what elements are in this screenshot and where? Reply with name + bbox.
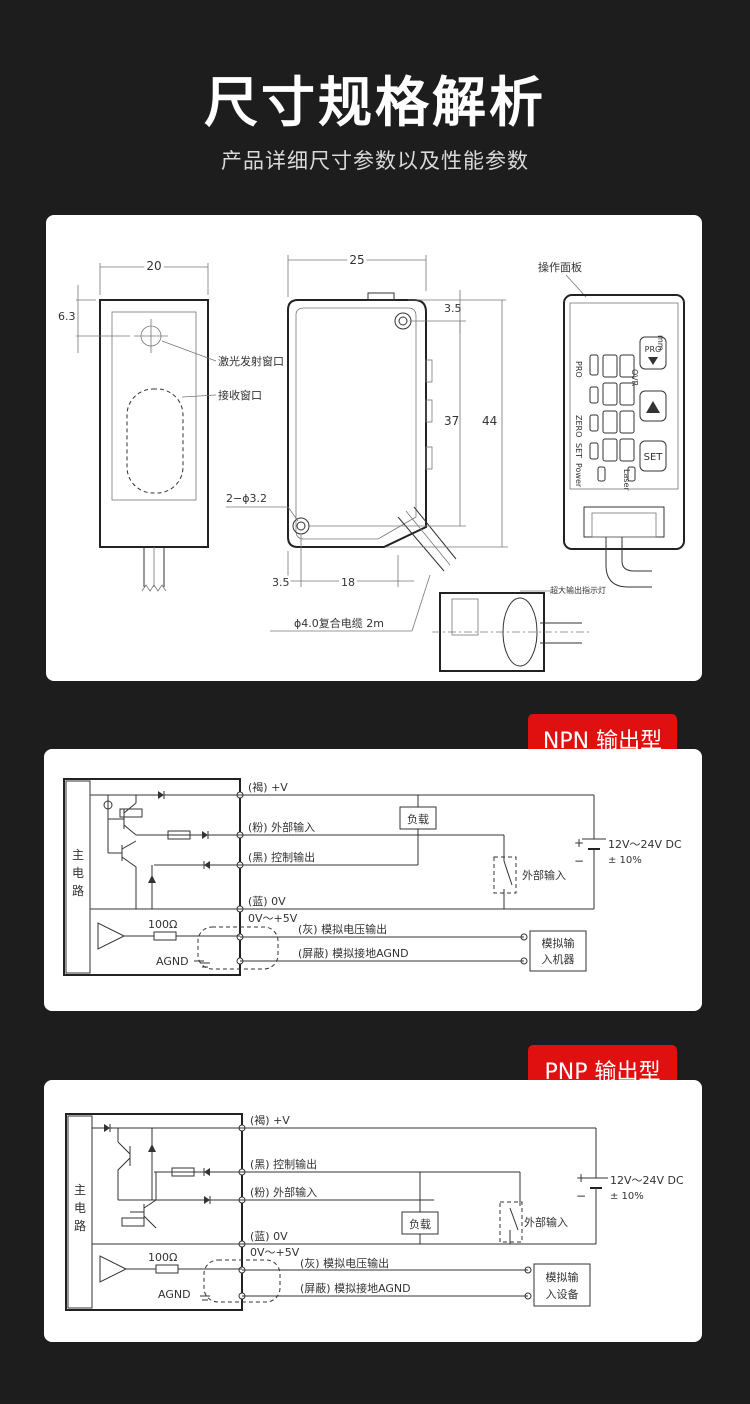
dim-25: 25 — [349, 253, 364, 267]
laser-window-label: 激光发射窗口 — [218, 354, 284, 368]
npn-brown: (褐) +V — [248, 780, 288, 794]
npn-main-circuit-2: 电 — [72, 866, 84, 880]
dim-37: 37 — [444, 414, 459, 428]
npn-gray: (灰) 模拟电压输出 — [298, 922, 387, 936]
holes-label: 2−ϕ3.2 — [226, 492, 267, 505]
dimension-drawing: 20 6.3 激光发射窗口 接收窗口 25 3.5 — [58, 250, 685, 672]
npn-wiring-diagram: 主 电 路 100Ω AGND (褐) +V (粉) 外部输入 (黑) 控制输出… — [63, 778, 682, 976]
npn-load: 负载 — [407, 812, 429, 826]
front-view: 20 6.3 激光发射窗口 接收窗口 — [58, 256, 284, 592]
npn-wiring-card: 主 电 路 100Ω AGND (褐) +V (粉) 外部输入 (黑) 控制输出… — [44, 749, 702, 1011]
pnp-supply: 12V～24V DC — [610, 1174, 684, 1187]
down-arrow-icon — [648, 357, 658, 365]
npn-resistor: 100Ω — [148, 918, 177, 931]
pnp-agnd: AGND — [158, 1288, 191, 1301]
pnp-shield: (屏蔽) 模拟接地AGND — [300, 1281, 411, 1295]
npn-device-2: 入机器 — [542, 952, 575, 966]
cable-label: ϕ4.0复合电缆 2m — [294, 616, 384, 630]
pnp-ext-input: 外部输入 — [524, 1215, 568, 1229]
panel-title: 操作面板 — [538, 260, 582, 274]
pnp-pink: (粉) 外部输入 — [250, 1185, 317, 1199]
seven-segment-display — [602, 354, 635, 462]
npn-black: (黑) 控制输出 — [248, 850, 315, 864]
npn-device-1: 模拟输 — [542, 936, 575, 950]
pnp-load: 负载 — [409, 1217, 431, 1231]
up-arrow-icon — [646, 401, 660, 413]
npn-shield: (屏蔽) 模拟接地AGND — [298, 946, 409, 960]
npn-ext-input: 外部输入 — [522, 868, 566, 882]
panel-laser-text: Laser — [622, 469, 631, 491]
panel-zero-text: ZERO — [574, 415, 583, 437]
pnp-main-circuit-3: 路 — [74, 1218, 86, 1233]
dim-18: 18 — [341, 576, 355, 589]
npn-agnd: AGND — [156, 955, 189, 968]
pnp-device-2: 入设备 — [546, 1287, 579, 1301]
pnp-main-circuit-1: 主 — [74, 1183, 86, 1197]
npn-tolerance: ± 10% — [608, 855, 642, 866]
pnp-blue: (蓝) 0V — [250, 1230, 288, 1243]
max-output-label: 超大输出指示灯 — [550, 585, 606, 595]
npn-blue: (蓝) 0V — [248, 895, 286, 908]
npn-main-circuit-3: 路 — [72, 883, 84, 898]
panel-view: 操作面板 PRO ZERO SET Power Laser mm OVR — [538, 260, 685, 588]
page-subtitle: 产品详细尺寸参数以及性能参数 — [221, 149, 529, 173]
pnp-main-circuit-2: 电 — [74, 1201, 86, 1215]
set-button-label: SET — [644, 452, 664, 463]
npn-minus: − — [574, 854, 584, 868]
panel-mm-text: mm — [656, 335, 665, 351]
dim-20: 20 — [146, 259, 161, 273]
pnp-minus: − — [576, 1189, 586, 1203]
npn-pink: (粉) 外部输入 — [248, 820, 315, 834]
pnp-plus: + — [576, 1171, 586, 1185]
dim-3-5-top: 3.5 — [444, 302, 462, 315]
npn-main-circuit-1: 主 — [72, 848, 84, 862]
pnp-resistor: 100Ω — [148, 1251, 177, 1264]
panel-power-text: Power — [574, 463, 583, 488]
dim-6-3: 6.3 — [58, 310, 76, 323]
npn-supply: 12V～24V DC — [608, 838, 682, 851]
detail-view: 超大输出指示灯 — [432, 585, 606, 672]
page-title: 尺寸规格解析 — [204, 71, 546, 134]
dim-44: 44 — [482, 414, 497, 428]
npn-plus: + — [574, 836, 584, 850]
pnp-gray: (灰) 模拟电压输出 — [300, 1256, 389, 1270]
pnp-black: (黑) 控制输出 — [250, 1157, 317, 1171]
pro-button-label: PRO — [645, 345, 662, 354]
pnp-tolerance: ± 10% — [610, 1191, 644, 1202]
receive-window-label: 接收窗口 — [218, 388, 262, 402]
pnp-wiring-card: 主 电 路 100Ω AGND (褐) +V (黑) 控制输出 (粉) 外部输入… — [44, 1080, 702, 1342]
panel-set-text: SET — [574, 443, 583, 458]
dim-3-5-bottom: 3.5 — [272, 576, 290, 589]
panel-pro-text: PRO — [574, 361, 583, 378]
dimension-card: 20 6.3 激光发射窗口 接收窗口 25 3.5 — [46, 215, 702, 681]
panel-ovr-text: OVR — [630, 369, 639, 387]
pnp-range: 0V～+5V — [250, 1246, 300, 1259]
pnp-device-1: 模拟输 — [546, 1270, 579, 1284]
pnp-brown: (褐) +V — [250, 1113, 290, 1127]
npn-range: 0V～+5V — [248, 912, 298, 925]
side-view: 25 3.5 37 44 2−ϕ3.2 3.5 18 ϕ4.0复合电缆 2m — [226, 250, 508, 632]
pnp-wiring-diagram: 主 电 路 100Ω AGND (褐) +V (黑) 控制输出 (粉) 外部输入… — [65, 1113, 684, 1311]
